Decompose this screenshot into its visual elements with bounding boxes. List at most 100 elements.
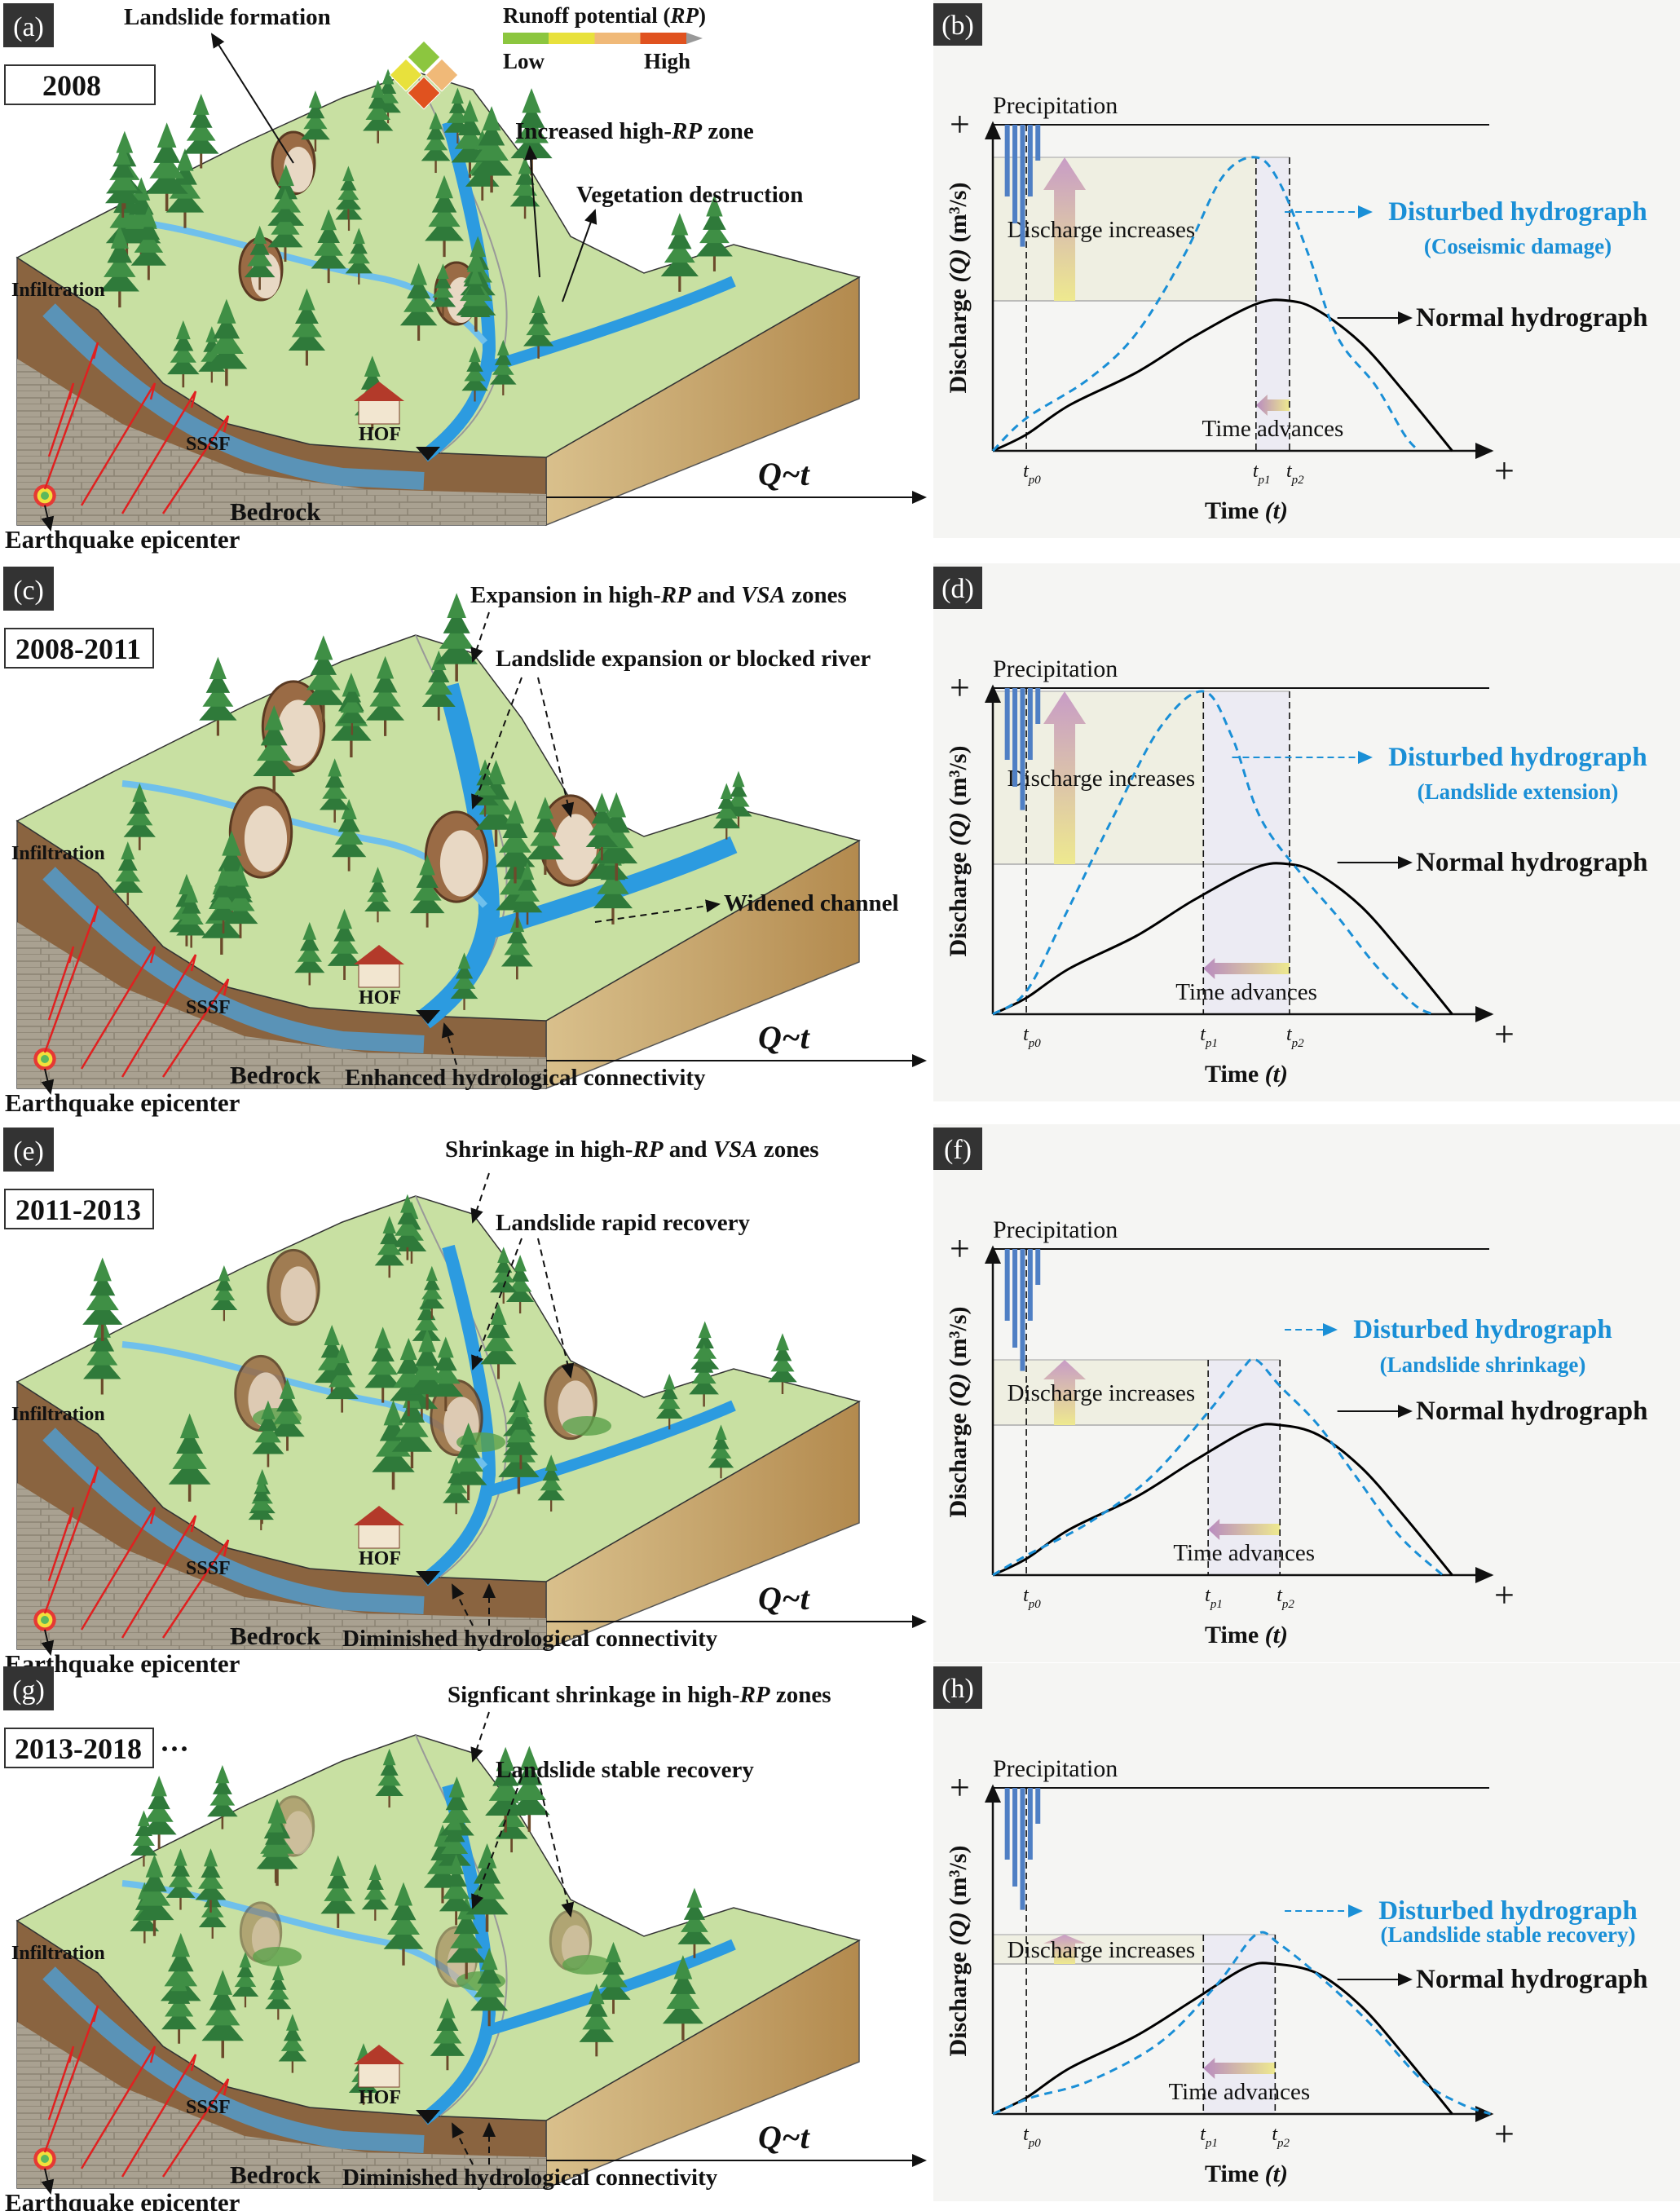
landslide-scar-inner [244, 805, 288, 872]
tree-foliage [512, 1776, 546, 1800]
annotation-arrow [594, 899, 721, 923]
tree-foliage [333, 920, 355, 942]
pine-tree-icon [267, 188, 303, 263]
annotation-connectivity: Enhanced hydrological connectivity [345, 1065, 706, 1091]
tree-foliage [505, 1285, 535, 1302]
x-tick-label: tp1 [1253, 461, 1271, 487]
tree-foliage [262, 1837, 290, 1857]
pine-tree-icon [450, 952, 478, 1010]
tree-foliage [248, 1504, 274, 1520]
tree-foliage [712, 812, 740, 829]
tree-foliage [468, 266, 483, 285]
tree-foliage [168, 1459, 211, 1485]
tree-foliage [438, 1846, 471, 1866]
tree-foliage [407, 276, 431, 299]
tree-foliage [518, 103, 545, 128]
tree-foliage [209, 329, 244, 354]
tree-foliage [451, 87, 464, 104]
tree-foliage [132, 783, 148, 802]
house-wall [358, 962, 400, 988]
tree-foliage [509, 1275, 532, 1292]
tree-foliage [280, 2034, 305, 2051]
outlet-marker [416, 447, 440, 461]
panel-label: (h) [941, 1674, 974, 1704]
tree-foliage [526, 317, 551, 336]
tree-foliage [602, 807, 630, 833]
y-axis-label: Discharge (Q) (m³/s) [945, 183, 972, 394]
tree-foliage [319, 792, 351, 810]
annotation-arrow [562, 209, 597, 302]
tree-foliage [213, 878, 234, 898]
tree-foliage [485, 1791, 527, 1816]
pine-tree-icon [509, 156, 540, 219]
tree-foliage [496, 339, 509, 356]
panel-label-box [3, 1128, 54, 1172]
epicenter-icon [41, 1055, 49, 1063]
tree-foliage [337, 908, 353, 929]
fault-line [121, 954, 197, 1078]
tree-foliage [445, 1789, 469, 1811]
tree-foliage [130, 245, 167, 266]
tree-foliage [477, 1961, 501, 1984]
year-box [4, 628, 154, 669]
tree-foliage [144, 1801, 174, 1822]
tree-foliage [170, 1970, 187, 1992]
tree-foliage [342, 165, 355, 182]
tree-foliage [345, 257, 373, 274]
tree-foliage [593, 885, 633, 909]
pine-tree-icon [168, 1413, 211, 1502]
tree-foliage [117, 852, 138, 871]
x-tick-label: tp1 [1200, 2124, 1218, 2150]
annotation-connectivity: Diminished hydrological connectivity [342, 1626, 718, 1652]
tree-foliage [426, 122, 445, 140]
tree-foliage [430, 650, 447, 671]
precipitation-bar [1027, 125, 1033, 196]
tree-foliage [270, 1416, 305, 1437]
tree-foliage [167, 1947, 194, 1972]
tree-foliage [374, 1326, 391, 1348]
tree-foliage [536, 797, 554, 819]
pine-tree-icon [207, 1765, 238, 1829]
pine-tree-icon [485, 1746, 527, 1833]
tree-foliage [443, 1822, 465, 1842]
precipitation-bar [1020, 1249, 1025, 1371]
tree-foliage [236, 1961, 254, 1978]
tree-foliage [708, 1452, 734, 1468]
tree-foliage [373, 669, 398, 693]
rp-cell [407, 76, 441, 110]
tree-foliage [710, 1443, 732, 1459]
time-advance-arrow [1203, 2058, 1276, 2079]
tree-foliage [372, 1446, 415, 1472]
tree-foliage [171, 1859, 190, 1877]
house-icon [354, 945, 404, 988]
tree-foliage [364, 895, 391, 912]
precipitation-bar [1027, 1788, 1033, 1860]
annotation-arrow [537, 1238, 575, 1379]
tree-foliage [441, 1834, 469, 1854]
annotation-arrow [470, 611, 490, 663]
tree-foliage [695, 234, 733, 257]
x-tick-label: tp2 [1277, 1585, 1294, 1611]
subsurface-water [42, 1428, 425, 1614]
tree-foliage [445, 1866, 467, 1887]
tree-foliage [720, 783, 733, 800]
tree-foliage [314, 635, 333, 660]
bedrock-label: Bedrock [230, 1061, 321, 1089]
pine-tree-icon [327, 908, 362, 980]
tree-foliage [445, 1476, 468, 1494]
house-wall [358, 2062, 400, 2088]
tree-foliage [395, 1216, 421, 1236]
discharge-increase-arrow [1043, 1360, 1087, 1425]
tree-foliage [379, 78, 397, 94]
panel-label: (d) [941, 574, 974, 604]
epicenter-pointer [41, 505, 55, 532]
tree-foliage [203, 1848, 218, 1867]
tree-foliage [518, 156, 532, 174]
annotation-rp-zones: Shrinkage in high-RP and VSA zones [445, 1136, 819, 1163]
infiltration-label: Infiltration [11, 843, 105, 864]
panel-label-box [933, 1666, 982, 1709]
tree-foliage [105, 182, 141, 204]
x-axis-plus: + [1494, 2114, 1515, 2154]
precipitation-bar [1035, 688, 1041, 724]
pine-tree-icon [366, 655, 405, 736]
